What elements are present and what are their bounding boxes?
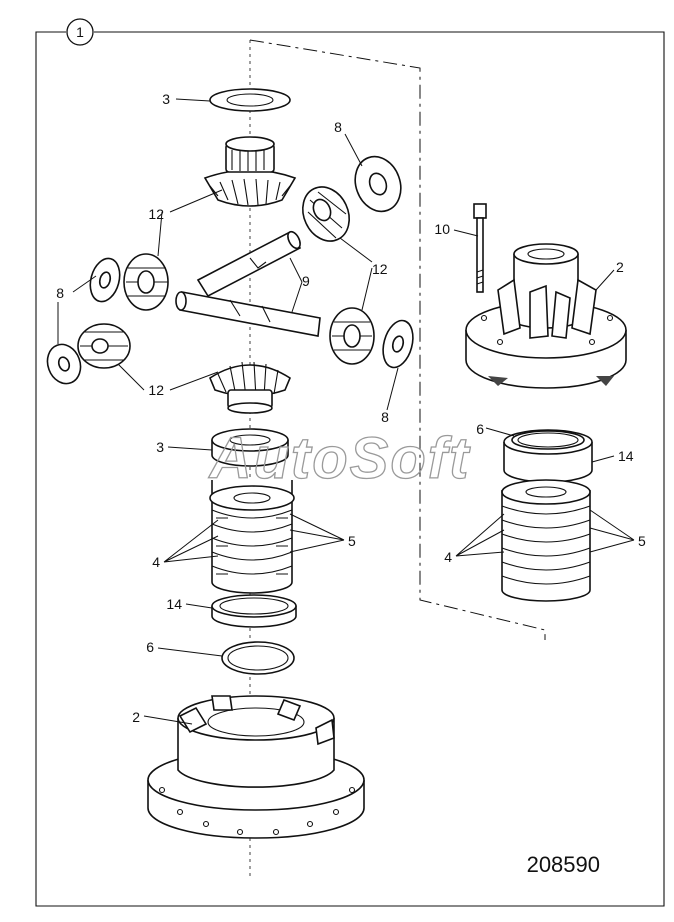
thrust-washer-right-top	[354, 155, 402, 213]
assembly-boundary-dashed	[249, 39, 546, 640]
o-ring-left	[221, 641, 295, 675]
pinion-gear-right-lower	[329, 307, 375, 365]
callout-3-lower: 3	[156, 439, 164, 455]
callout-5-right: 5	[638, 533, 646, 549]
figure-number: 1	[76, 24, 84, 40]
clutch-plate-stack-right	[501, 479, 591, 602]
callout-3-top: 3	[162, 91, 170, 107]
bearing-race-left	[211, 594, 297, 628]
bolt	[473, 203, 487, 293]
thrust-washer-lower	[211, 428, 289, 467]
watermark: AutoSoft	[208, 426, 471, 491]
diagram-frame	[35, 31, 665, 907]
callout-9: 9	[302, 273, 310, 289]
callout-8-right-top: 8	[334, 119, 342, 135]
thrust-washer-left-top	[89, 257, 121, 303]
thrust-washer-top	[209, 88, 291, 112]
callout-12-left-lower: 12	[148, 382, 164, 398]
callout-labels: 3 8 12 10 2 12 9 8 12 12 8 12 3 6 14 4 5…	[56, 91, 646, 725]
drawing-number: 208590	[527, 852, 600, 877]
clutch-plate-stack-left	[209, 480, 295, 594]
callout-12-right-upper: 12	[372, 261, 388, 277]
pinion-gear-left-top	[123, 253, 169, 311]
differential-housing-lower	[147, 695, 365, 839]
bearing-race-right	[503, 429, 593, 483]
leader-lines	[57, 98, 635, 725]
side-gear-lower	[209, 361, 291, 414]
callout-5-left: 5	[348, 533, 356, 549]
pinion-gear-left-lower	[77, 323, 131, 369]
callout-2-upper: 2	[616, 259, 624, 275]
callout-14-left: 14	[166, 596, 182, 612]
callout-8-left: 8	[56, 285, 64, 301]
callout-2-lower: 2	[132, 709, 140, 725]
pinion-shaft-upper	[196, 230, 302, 298]
callout-4-left: 4	[152, 554, 160, 570]
figure-number-badge: 1	[66, 18, 94, 46]
callout-10: 10	[434, 221, 450, 237]
thrust-washer-left-lower	[46, 343, 82, 385]
callout-4-right: 4	[444, 549, 452, 565]
callout-6-left: 6	[146, 639, 154, 655]
side-gear-top	[203, 136, 297, 207]
callout-12-top-left: 12	[148, 206, 164, 222]
thrust-washer-right-lower	[382, 319, 414, 369]
differential-housing-upper	[465, 243, 627, 389]
callout-8-right-lower: 8	[381, 409, 389, 425]
callout-14-right: 14	[618, 448, 634, 464]
callout-6-right: 6	[476, 421, 484, 437]
pinion-gear-right-top	[302, 186, 350, 242]
pinion-shaft-lower	[175, 291, 321, 337]
